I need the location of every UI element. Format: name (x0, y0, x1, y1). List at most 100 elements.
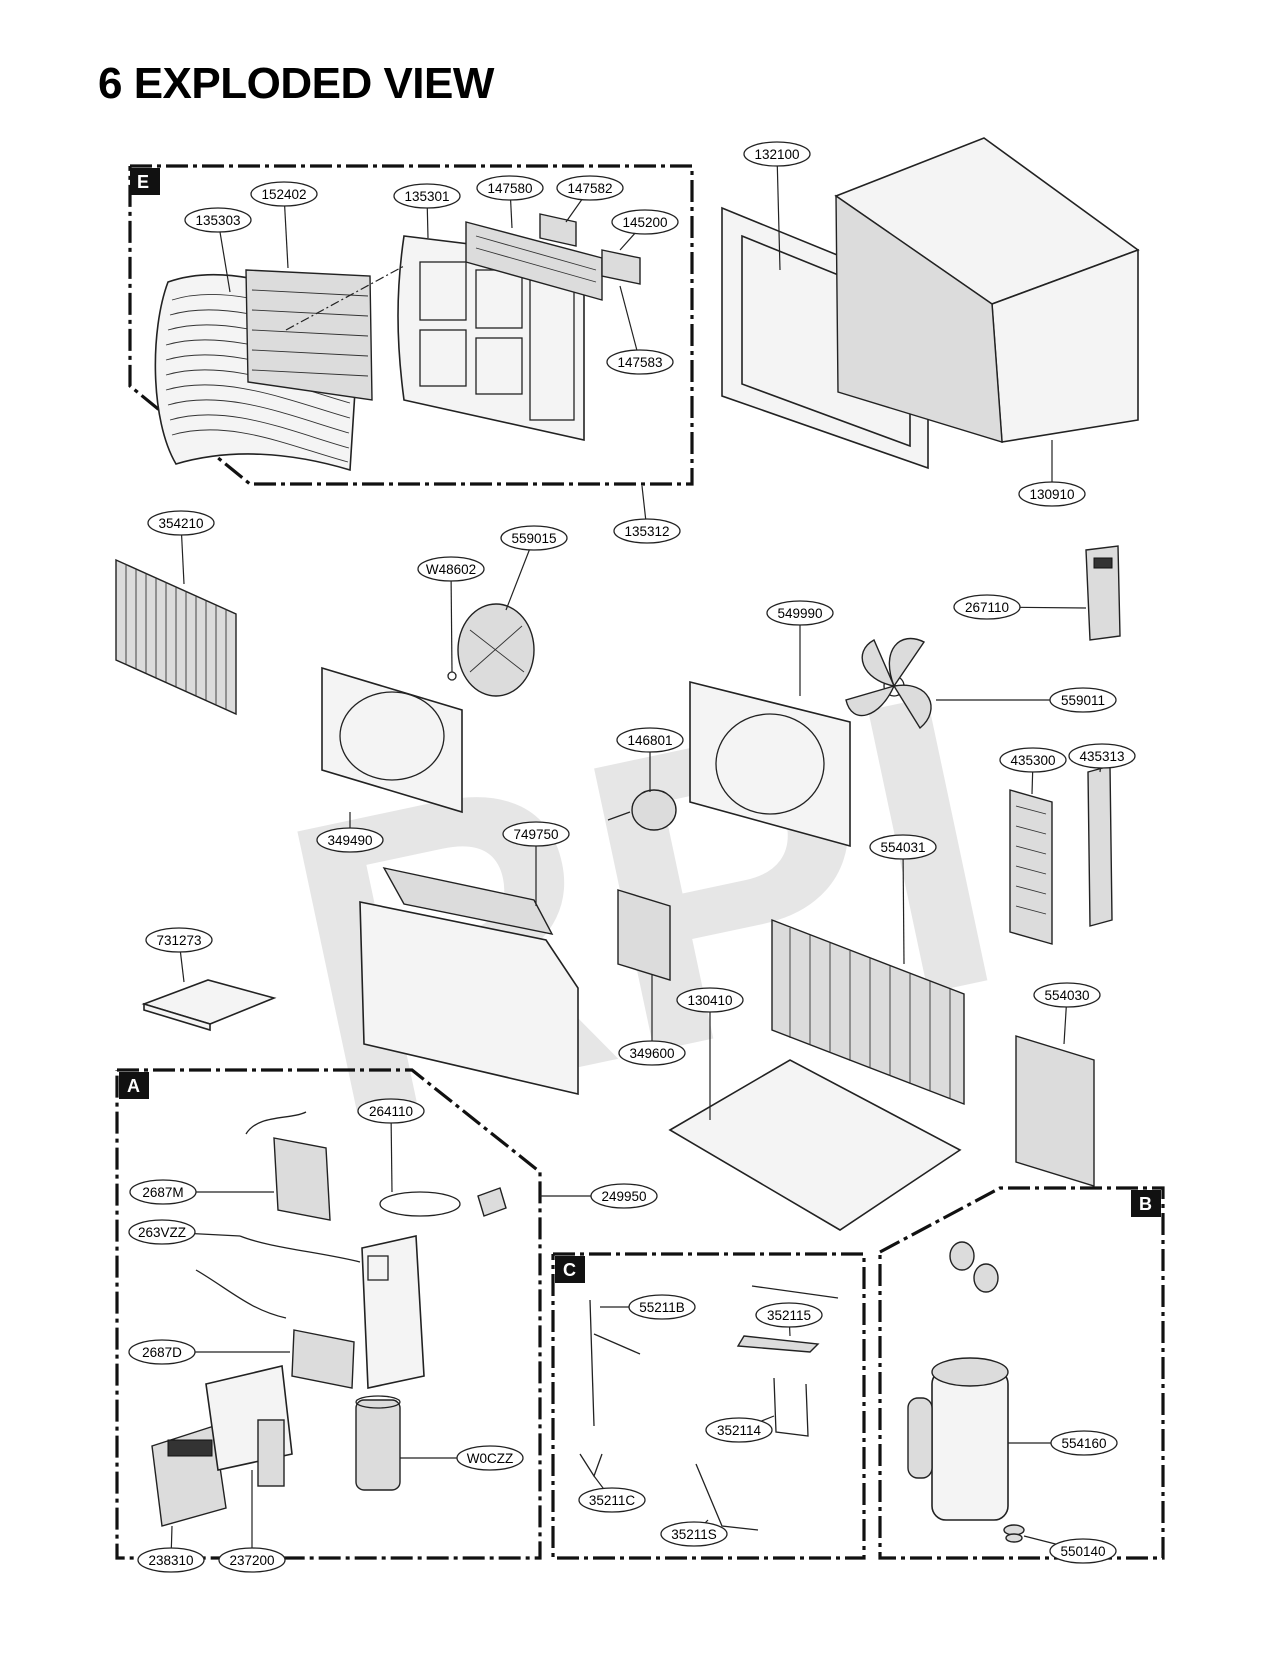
capacitor-w0czz (355, 1395, 401, 1491)
callout-label: 130910 (1029, 487, 1074, 502)
callout-oval (611, 209, 679, 235)
callout-label: 749750 (513, 827, 558, 842)
callout-135303: 135303 (184, 207, 252, 293)
callout-oval (476, 175, 544, 201)
tube-352115 (736, 1285, 839, 1353)
section-tag-a: A (119, 1072, 149, 1099)
callout-label: 435300 (1010, 753, 1055, 768)
callout-leader-line (450, 568, 453, 673)
callout-label: 267110 (965, 600, 1009, 615)
callout-435313: 435313 (1068, 743, 1136, 773)
callout-352114: 352114 (705, 1415, 775, 1443)
callout-oval (628, 1294, 696, 1320)
tube-352114 (773, 1377, 809, 1437)
callout-label: 354210 (158, 516, 203, 531)
callout-label: W0CZZ (467, 1451, 514, 1466)
callout-label: 35211C (589, 1493, 636, 1508)
callout-oval (502, 821, 570, 847)
cabinet-130910 (834, 137, 1140, 443)
evaporator-coil-554031 (771, 918, 965, 1106)
fan-shroud-549990 (689, 680, 851, 848)
callout-label: 35211S (671, 1527, 717, 1542)
callout-label: 263VZZ (138, 1225, 186, 1240)
callout-135312: 135312 (613, 485, 681, 544)
tube-55211b (589, 1299, 641, 1427)
callout-35211c: 35211C (578, 1475, 646, 1513)
callout-oval (606, 349, 674, 375)
callout-554160: 554160 (1008, 1430, 1118, 1456)
callout-549990: 549990 (766, 600, 834, 696)
callout-label: 132100 (754, 147, 799, 162)
callout-oval (869, 834, 937, 860)
callout-oval (128, 1219, 196, 1245)
callout-oval (999, 747, 1067, 773)
callout-349490: 349490 (316, 812, 384, 853)
callout-leader-line (390, 1110, 393, 1193)
callout-oval (456, 1445, 524, 1471)
callout-oval (578, 1487, 646, 1513)
callout-267110: 267110 (953, 594, 1087, 620)
callout-oval (357, 1098, 425, 1124)
callout-2687d: 2687D (128, 1339, 290, 1365)
callout-oval (145, 927, 213, 953)
callout-132100: 132100 (743, 141, 811, 271)
callout-label: 249950 (601, 1189, 646, 1204)
callout-oval (1068, 743, 1136, 769)
callout-145200: 145200 (611, 209, 679, 251)
callout-352115: 352115 (755, 1302, 823, 1337)
callout-oval (184, 207, 252, 233)
callout-152402: 152402 (250, 181, 318, 269)
callout-554030: 554030 (1033, 982, 1101, 1045)
callout-oval (766, 600, 834, 626)
callout-label: 147583 (617, 355, 662, 370)
callout-130410: 130410 (676, 987, 744, 1120)
section-tag-e: E (130, 168, 160, 195)
callout-label: 135312 (624, 524, 669, 539)
power-cord-264110 (379, 1187, 507, 1217)
louver-clips-147582 (539, 213, 641, 285)
callout-label: 135303 (195, 213, 240, 228)
base-assembly-749750 (359, 866, 579, 1096)
callout-oval (316, 827, 384, 853)
callout-oval (618, 1040, 686, 1066)
callout-label: 549990 (777, 606, 822, 621)
callout-oval (590, 1183, 658, 1209)
callout-w48602: W48602 (417, 556, 485, 673)
callout-354210: 354210 (147, 510, 215, 585)
callout-label: W48602 (426, 562, 476, 577)
bracket-435313 (1087, 765, 1113, 927)
callout-label: 435313 (1079, 749, 1124, 764)
callout-leader-line (619, 285, 641, 363)
callout-435300: 435300 (999, 747, 1067, 795)
wire-263vzz (239, 1235, 361, 1263)
remote-267110 (1085, 545, 1121, 641)
callout-oval (613, 518, 681, 544)
callout-oval (417, 556, 485, 582)
condenser-coil-354210 (115, 558, 237, 716)
callout-147582: 147582 (556, 175, 624, 223)
wire-harness-2687m (245, 1111, 331, 1221)
callout-237200: 237200 (218, 1470, 286, 1573)
callout-label: 146801 (627, 733, 672, 748)
callout-oval (147, 510, 215, 536)
callout-264110: 264110 (357, 1098, 425, 1193)
callout-label: 352115 (767, 1308, 811, 1323)
callout-147580: 147580 (476, 175, 544, 229)
fan-559011 (845, 637, 932, 730)
callout-oval (1049, 687, 1117, 713)
grille-435300 (1009, 789, 1053, 945)
front-frame-135301 (397, 235, 585, 441)
callout-559015: 559015 (500, 525, 568, 611)
callout-2687m: 2687M (129, 1179, 274, 1205)
callout-oval (743, 141, 811, 167)
grommet-550140 (1003, 1524, 1025, 1543)
callout-35211s: 35211S (660, 1519, 728, 1547)
callout-label: 2687M (142, 1185, 183, 1200)
louver-147580 (465, 221, 603, 301)
svg-text:B: B (1139, 1194, 1152, 1214)
callout-oval (393, 183, 461, 209)
callout-label: 237200 (229, 1553, 274, 1568)
control-housing-249950 (361, 1235, 425, 1389)
callout-oval (137, 1547, 205, 1573)
